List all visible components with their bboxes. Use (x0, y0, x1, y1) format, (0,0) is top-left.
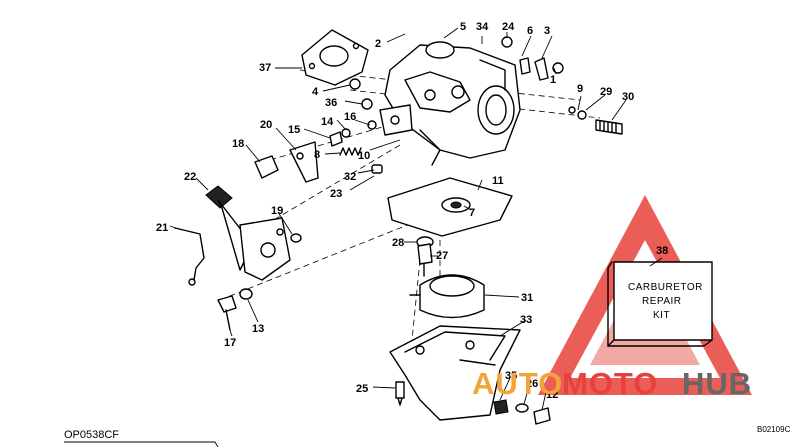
float-bowl-33 (389, 325, 521, 421)
callout-2: 2 (375, 38, 381, 50)
callout-12: 12 (546, 389, 558, 401)
callout-26: 26 (526, 378, 538, 390)
watermark-word-auto: AUTO (472, 366, 563, 401)
callout-5: 5 (460, 21, 466, 33)
drawing-code: B02109C (757, 425, 791, 434)
watermark-word-moto: MOTO (562, 366, 658, 401)
callout-31: 31 (521, 292, 533, 304)
screw-25 (395, 381, 405, 406)
callout-24: 24 (502, 21, 515, 33)
callout-28: 28 (392, 237, 404, 249)
callout-14: 14 (321, 116, 334, 128)
callout-15: 15 (288, 124, 300, 136)
callout-9: 9 (577, 83, 583, 95)
callout-8: 8 (314, 149, 320, 161)
callout-3: 3 (544, 25, 550, 37)
callout-4: 4 (312, 86, 319, 98)
knob-18 (254, 155, 279, 179)
watermark-word-hub: HUB (682, 366, 752, 401)
float-31 (409, 274, 485, 319)
callout-6: 6 (527, 25, 533, 37)
callout-25: 25 (356, 383, 368, 395)
footer-rule (64, 441, 219, 447)
kit-label-line2: REPAIR (642, 296, 682, 307)
gasket-37 (301, 29, 369, 86)
watermark-wordmark: AUTO MOTO HUB (472, 366, 752, 401)
kit-label-line3: KIT (653, 310, 670, 321)
screw-30 (595, 119, 623, 135)
callout-19: 19 (271, 205, 283, 217)
callout-23: 23 (330, 188, 342, 200)
callout-32: 32 (344, 171, 356, 183)
callout-38: 38 (656, 245, 668, 257)
carburetor-body (379, 41, 521, 159)
footer: OP0538CF B02109C (64, 425, 791, 447)
washers-screws (217, 233, 302, 331)
callout-27: 27 (436, 250, 448, 262)
wire-21 (174, 227, 205, 286)
callout-labels: 1 2 3 4 5 6 7 8 9 10 11 12 13 14 15 16 1… (156, 21, 668, 401)
callout-36: 36 (325, 97, 337, 109)
callout-30: 30 (622, 91, 634, 103)
repair-kit-box: CARBURETOR REPAIR KIT (607, 261, 713, 347)
linkage-parts (289, 129, 441, 183)
callout-22: 22 (184, 171, 196, 183)
callout-20: 20 (260, 119, 272, 131)
callout-37: 37 (259, 62, 271, 74)
callout-21: 21 (156, 222, 168, 234)
callout-11: 11 (492, 175, 504, 187)
throttle-arm-22 (205, 185, 291, 281)
callout-33: 33 (520, 314, 532, 326)
drain-parts (493, 399, 551, 425)
callout-17: 17 (224, 337, 236, 349)
callout-7: 7 (469, 207, 475, 219)
spring-8 (339, 147, 362, 156)
callout-leaders (169, 27, 663, 411)
callout-29: 29 (600, 86, 612, 98)
callout-13: 13 (252, 323, 264, 335)
callout-18: 18 (232, 138, 244, 150)
callout-35: 35 (505, 370, 517, 382)
needle-27-28 (416, 236, 434, 277)
callout-16: 16 (344, 111, 356, 123)
figure-code: OP0538CF (64, 429, 119, 441)
callout-10: 10 (358, 150, 370, 162)
small-parts (329, 36, 587, 174)
callout-34: 34 (476, 21, 489, 33)
diaphragm-plate-11 (387, 177, 513, 237)
kit-label-line1: CARBURETOR (628, 282, 703, 293)
callout-1: 1 (550, 74, 556, 86)
